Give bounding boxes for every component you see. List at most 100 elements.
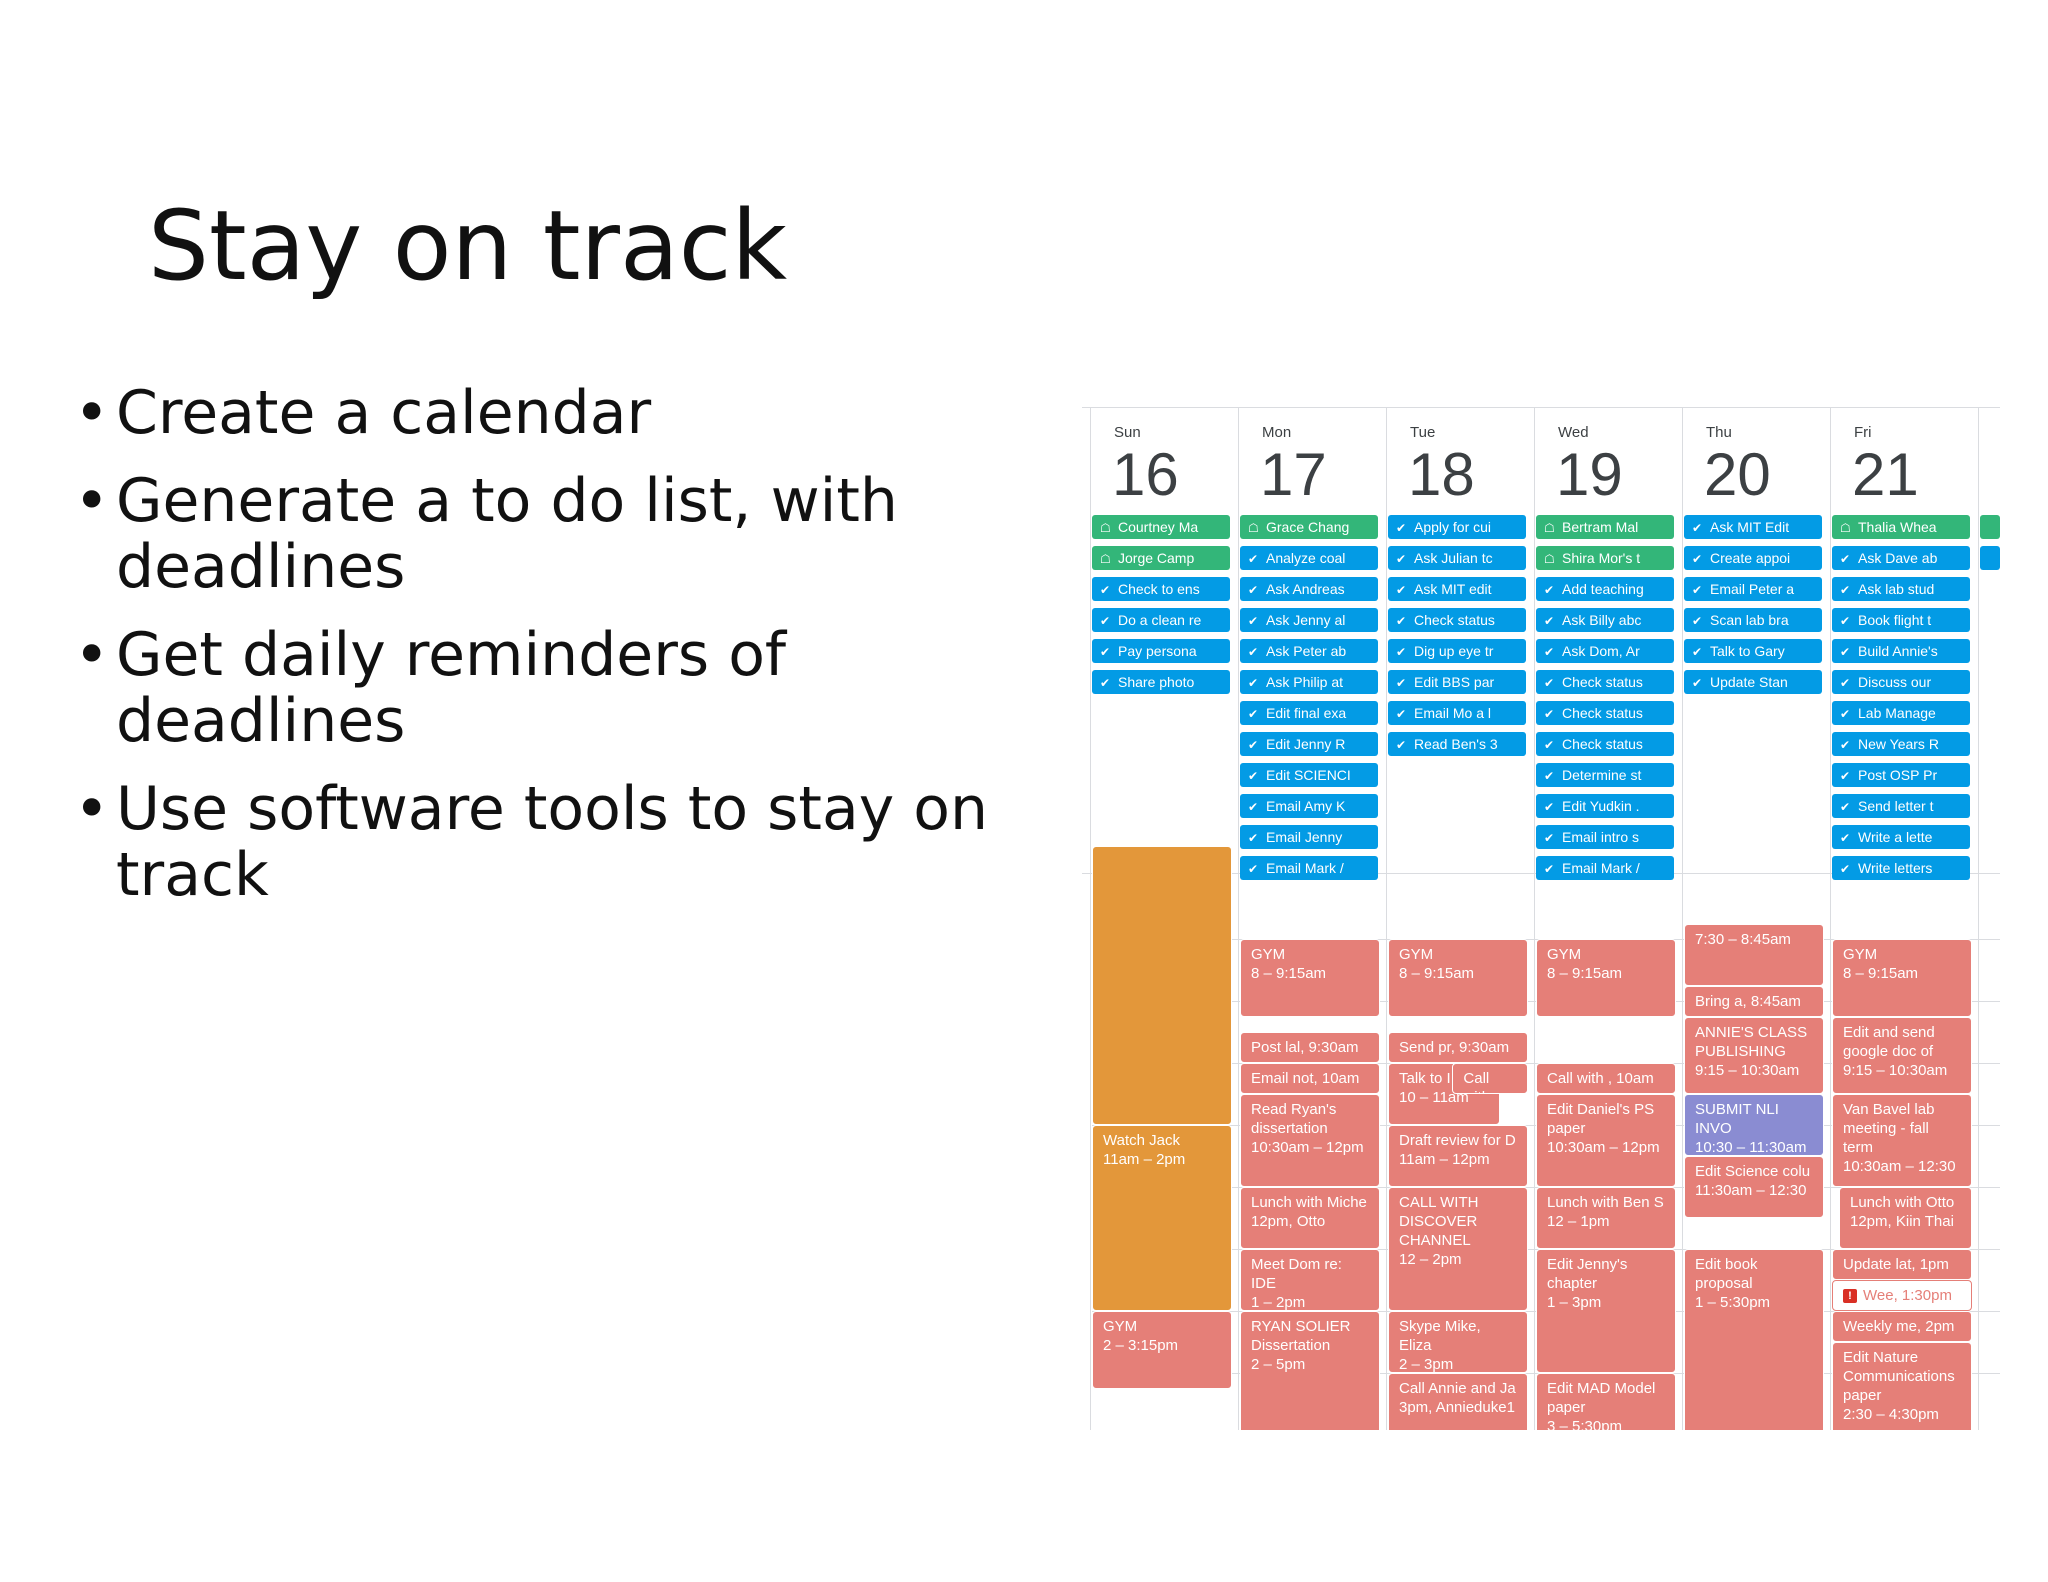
task-chip[interactable]: ✔Share photo xyxy=(1092,670,1230,694)
task-chip[interactable]: ✔Edit Jenny R xyxy=(1240,732,1378,756)
task-chip[interactable]: ✔Ask Dave ab xyxy=(1832,546,1970,570)
day-number-20[interactable]: 20 xyxy=(1704,441,1771,508)
task-chip[interactable]: ✔Scan lab bra xyxy=(1684,608,1822,632)
task-chip[interactable]: ✔Add teaching xyxy=(1536,577,1674,601)
task-chip-overflow[interactable] xyxy=(1980,546,2000,570)
calendar-event[interactable]: Call with , 10am xyxy=(1536,1063,1676,1094)
calendar-event[interactable]: Weekly me, 2pm xyxy=(1832,1311,1972,1342)
task-chip[interactable]: ✔Build Annie's xyxy=(1832,639,1970,663)
task-chip[interactable]: ✔Check status xyxy=(1388,608,1526,632)
task-chip[interactable]: ☖Bertram Mal xyxy=(1536,515,1674,539)
task-chip[interactable]: ✔Ask Jenny al xyxy=(1240,608,1378,632)
task-chip[interactable]: ✔Email Mo a l xyxy=(1388,701,1526,725)
task-chip[interactable]: ✔Check status xyxy=(1536,732,1674,756)
task-chip[interactable]: ✔Discuss our xyxy=(1832,670,1970,694)
task-chip[interactable]: ✔Ask Dom, Ar xyxy=(1536,639,1674,663)
task-chip[interactable]: ✔Ask Philip at xyxy=(1240,670,1378,694)
task-chip[interactable]: ✔Check to ens xyxy=(1092,577,1230,601)
calendar-event[interactable]: Call with xyxy=(1452,1063,1528,1094)
task-chip[interactable]: ✔Apply for cui xyxy=(1388,515,1526,539)
task-chip[interactable]: ✔Write a lette xyxy=(1832,825,1970,849)
task-chip[interactable]: ☖Grace Chang xyxy=(1240,515,1378,539)
task-chip[interactable]: ✔Check status xyxy=(1536,670,1674,694)
task-chip[interactable]: ✔Do a clean re xyxy=(1092,608,1230,632)
day-number-19[interactable]: 19 xyxy=(1556,441,1623,508)
calendar-event[interactable] xyxy=(1092,846,1232,1125)
task-chip[interactable]: ✔Email Jenny xyxy=(1240,825,1378,849)
task-chip[interactable]: ☖Courtney Ma xyxy=(1092,515,1230,539)
task-chip[interactable]: ☖Jorge Camp xyxy=(1092,546,1230,570)
task-chip[interactable]: ✔Send letter t xyxy=(1832,794,1970,818)
task-chip[interactable]: ✔Analyze coal xyxy=(1240,546,1378,570)
task-chip[interactable]: ✔Ask MIT Edit xyxy=(1684,515,1822,539)
task-chip[interactable]: ☖Thalia Whea xyxy=(1832,515,1970,539)
task-chip[interactable]: ✔Email Mark / xyxy=(1536,856,1674,880)
task-chip[interactable]: ✔Write letters xyxy=(1832,856,1970,880)
day-number-17[interactable]: 17 xyxy=(1260,441,1327,508)
day-number-21[interactable]: 21 xyxy=(1852,441,1919,508)
task-chip[interactable]: ✔Edit SCIENCI xyxy=(1240,763,1378,787)
task-chip[interactable]: ✔Dig up eye tr xyxy=(1388,639,1526,663)
task-chip[interactable]: ✔Update Stan xyxy=(1684,670,1822,694)
task-chip[interactable]: ✔Ask Peter ab xyxy=(1240,639,1378,663)
task-chip[interactable]: ✔Post OSP Pr xyxy=(1832,763,1970,787)
task-chip[interactable]: ✔Email Peter a xyxy=(1684,577,1822,601)
task-chip[interactable]: ✔Edit Yudkin . xyxy=(1536,794,1674,818)
task-chip[interactable]: ✔Read Ben's 3 xyxy=(1388,732,1526,756)
task-chip[interactable]: ✔Email intro s xyxy=(1536,825,1674,849)
task-chip[interactable]: ✔Book flight t xyxy=(1832,608,1970,632)
calendar-event[interactable]: Bring a, 8:45am xyxy=(1684,985,1824,1017)
task-chip-overflow[interactable] xyxy=(1980,515,2000,539)
calendar-event[interactable]: Update lat, 1pm xyxy=(1832,1249,1972,1280)
task-chip[interactable]: ✔Lab Manage xyxy=(1832,701,1970,725)
calendar-event[interactable]: Send pr, 9:30am xyxy=(1388,1032,1528,1063)
task-chip[interactable]: ✔Email Amy K xyxy=(1240,794,1378,818)
task-chip[interactable]: ✔New Years R xyxy=(1832,732,1970,756)
day-number-18[interactable]: 18 xyxy=(1408,441,1475,508)
task-chip[interactable]: ✔Ask Andreas xyxy=(1240,577,1378,601)
task-chip[interactable]: ✔Ask MIT edit xyxy=(1388,577,1526,601)
task-chip[interactable]: ✔Edit final exa xyxy=(1240,701,1378,725)
task-chip[interactable]: ✔Check status xyxy=(1536,701,1674,725)
task-chip[interactable]: ✔Talk to Gary xyxy=(1684,639,1822,663)
task-chip[interactable]: ✔Ask lab stud xyxy=(1832,577,1970,601)
task-chip[interactable]: ✔Email Mark / xyxy=(1240,856,1378,880)
calendar-event[interactable]: !Wee, 1:30pm xyxy=(1832,1280,1972,1311)
calendar-event[interactable]: Post lal, 9:30am xyxy=(1240,1032,1380,1063)
task-chip[interactable]: ✔Ask Billy abc xyxy=(1536,608,1674,632)
task-chip[interactable]: ✔Create appoi xyxy=(1684,546,1822,570)
day-number-16[interactable]: 16 xyxy=(1112,441,1179,508)
task-chip[interactable]: ✔Determine st xyxy=(1536,763,1674,787)
task-chip[interactable]: ✔Ask Julian tc xyxy=(1388,546,1526,570)
task-chip[interactable]: ☖Shira Mor's t xyxy=(1536,546,1674,570)
calendar-event[interactable]: 7:30 – 8:45am xyxy=(1684,923,1824,986)
task-chip[interactable]: ✔Pay persona xyxy=(1092,639,1230,663)
calendar-event[interactable]: Email not, 10am xyxy=(1240,1063,1380,1094)
